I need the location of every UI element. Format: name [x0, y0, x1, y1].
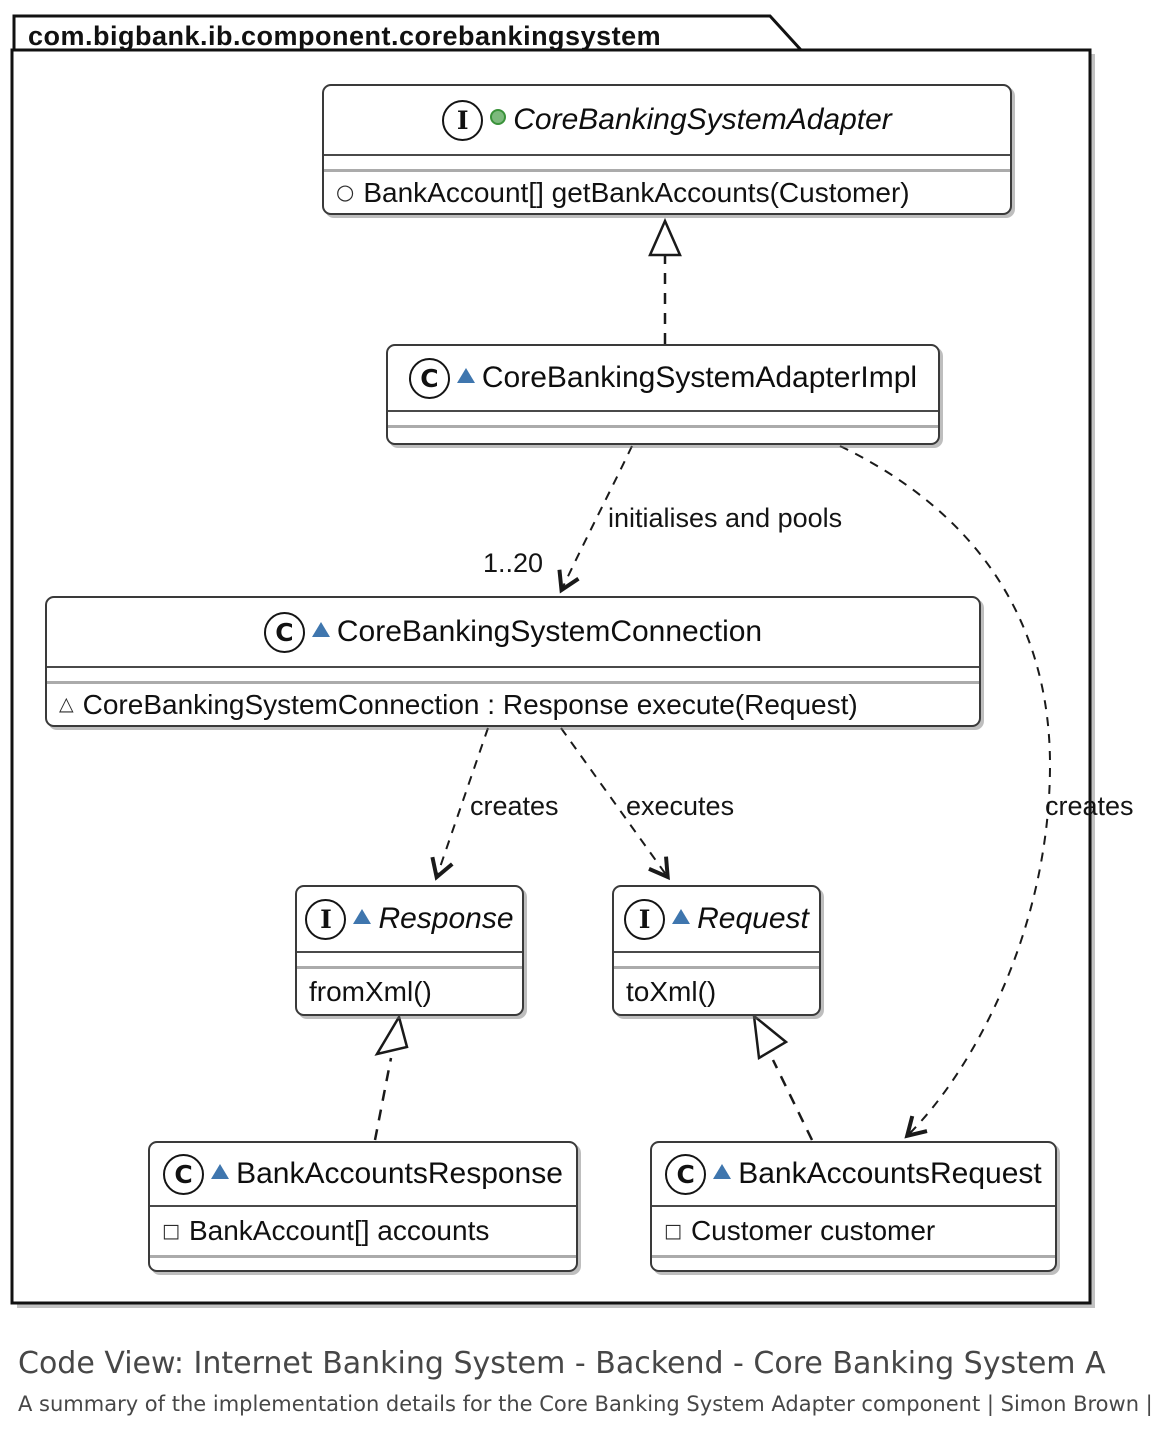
interface-badge-icon: I: [624, 898, 666, 940]
edge-initialises-and-pools: [557, 445, 633, 594]
class-box-request: I Request toXml(): [612, 885, 821, 1016]
visibility-package-icon: [353, 908, 372, 924]
class-header: C CoreBankingSystemAdapterImpl: [388, 346, 938, 410]
divider: [614, 966, 819, 969]
divider: [47, 681, 979, 684]
edge-barequest-realizes-request: [752, 1013, 814, 1141]
class-name: CoreBankingSystemConnection: [336, 615, 763, 648]
class-header: C BankAccountsRequest: [652, 1143, 1055, 1205]
edge-creates-request: [839, 445, 1052, 1139]
divider: [150, 1205, 576, 1207]
class-box-core-banking-system-adapter-impl: C CoreBankingSystemAdapterImpl: [386, 344, 940, 445]
method-text: CoreBankingSystemConnection : Response e…: [82, 688, 858, 720]
method-row: toXml(): [614, 969, 819, 1014]
package-name: com.bigbank.ib.component.corebankingsyst…: [28, 21, 662, 51]
divider: [388, 410, 938, 412]
divider: [652, 1205, 1055, 1207]
diagram-title: Code View: Internet Banking System - Bac…: [18, 1346, 1106, 1381]
field-row: □ BankAccount[] accounts: [150, 1207, 576, 1255]
divider: [297, 951, 522, 953]
field-text: BankAccount[] accounts: [188, 1215, 490, 1246]
divider: [324, 154, 1010, 156]
class-box-response: I Response fromXml(): [295, 885, 524, 1016]
class-name: CoreBankingSystemAdapterImpl: [481, 361, 918, 394]
visibility-package-icon: [211, 1163, 230, 1179]
field-text: Customer customer: [690, 1215, 936, 1246]
divider: [614, 951, 819, 953]
divider: [47, 666, 979, 668]
divider: [388, 425, 938, 428]
class-box-bank-accounts-request: C BankAccountsRequest □ Customer custome…: [650, 1141, 1057, 1272]
class-header: I Request: [614, 887, 819, 951]
method-row: ○ BankAccount[] getBankAccounts(Customer…: [324, 172, 1010, 213]
class-box-bank-accounts-response: C BankAccountsResponse □ BankAccount[] a…: [148, 1141, 578, 1272]
diagram-subtitle: A summary of the implementation details …: [18, 1392, 1153, 1416]
edge-multiplicity-1-20: 1..20: [483, 548, 544, 578]
divider: [652, 1255, 1055, 1258]
edge-label-creates-right: creates: [1045, 791, 1134, 821]
class-name: BankAccountsRequest: [738, 1157, 1042, 1190]
field-visibility-icon: □: [664, 1219, 682, 1242]
class-box-core-banking-system-connection: C CoreBankingSystemConnection △ CoreBank…: [45, 596, 981, 727]
class-name: CoreBankingSystemAdapter: [513, 103, 892, 136]
visibility-package-icon: [311, 621, 330, 637]
edge-baresponse-realizes-response: [373, 1013, 409, 1141]
method-text: toXml(): [626, 975, 717, 1007]
class-badge-icon: C: [263, 611, 305, 653]
method-text: fromXml(): [309, 975, 432, 1007]
class-name: Response: [378, 902, 514, 935]
class-header: C BankAccountsResponse: [150, 1143, 576, 1205]
field-visibility-icon: □: [162, 1219, 180, 1242]
class-header: C CoreBankingSystemConnection: [47, 598, 979, 666]
class-header: I CoreBankingSystemAdapter: [324, 86, 1010, 154]
class-header: I Response: [297, 887, 522, 951]
visibility-package-icon: [672, 908, 691, 924]
class-badge-icon: C: [665, 1153, 707, 1195]
method-row: fromXml(): [297, 969, 522, 1014]
method-visibility-icon: △: [59, 693, 74, 715]
edge-impl-realizes-adapter: [648, 217, 682, 344]
visibility-package-icon: [456, 367, 475, 383]
edge-executes-request: [560, 727, 670, 881]
field-row: □ Customer customer: [652, 1207, 1055, 1255]
method-text: BankAccount[] getBankAccounts(Customer): [363, 176, 910, 208]
divider: [150, 1255, 576, 1258]
method-row: △ CoreBankingSystemConnection : Response…: [47, 684, 979, 725]
edge-label-initialises-and-pools: initialises and pools: [608, 503, 843, 533]
divider: [297, 966, 522, 969]
interface-badge-icon: I: [305, 898, 347, 940]
class-name: Request: [697, 902, 809, 935]
divider: [324, 169, 1010, 172]
interface-badge-icon: I: [442, 99, 484, 141]
visibility-package-icon: [713, 1163, 732, 1179]
edge-label-creates-left: creates: [470, 791, 559, 821]
visibility-public-icon: [490, 109, 507, 125]
class-box-core-banking-system-adapter: I CoreBankingSystemAdapter ○ BankAccount…: [322, 84, 1012, 215]
class-badge-icon: C: [408, 357, 450, 399]
method-visibility-icon: ○: [336, 180, 355, 204]
edge-label-executes: executes: [626, 791, 735, 821]
class-badge-icon: C: [163, 1153, 205, 1195]
class-name: BankAccountsResponse: [236, 1157, 563, 1190]
